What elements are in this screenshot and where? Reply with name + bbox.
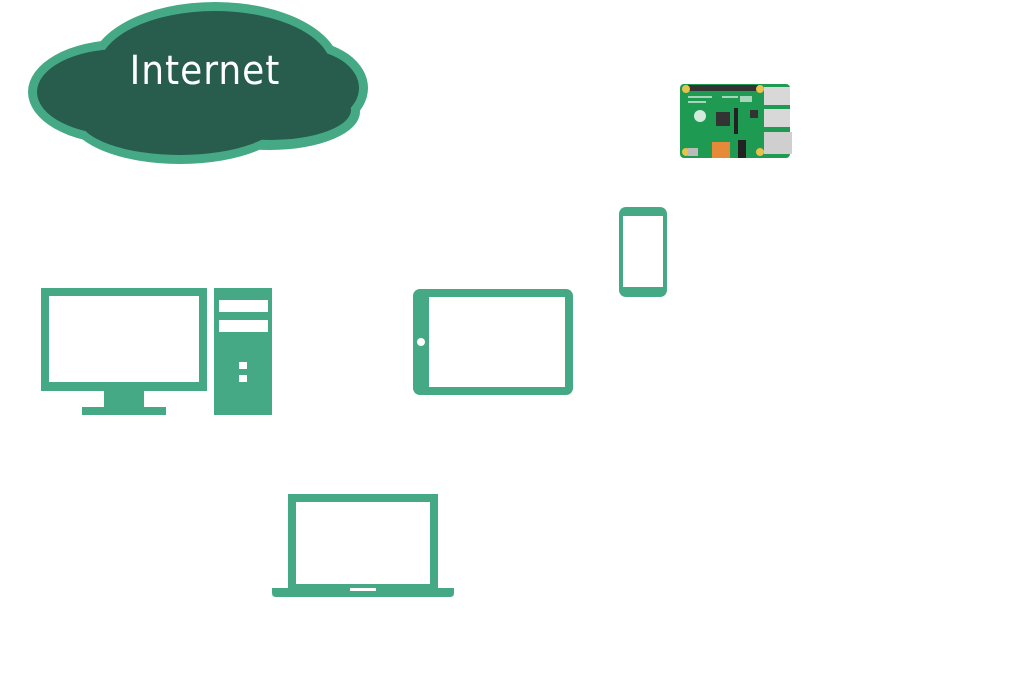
cloud-label: Internet <box>129 48 281 94</box>
tablet-icon <box>411 287 575 397</box>
internet-cloud: Internet <box>0 0 380 175</box>
laptop-icon <box>270 493 456 599</box>
raspberry-pi-board-icon <box>678 82 796 160</box>
smartphone-icon <box>617 205 669 299</box>
desktop-computer-icon <box>40 287 275 419</box>
cloud-icon <box>28 2 368 164</box>
